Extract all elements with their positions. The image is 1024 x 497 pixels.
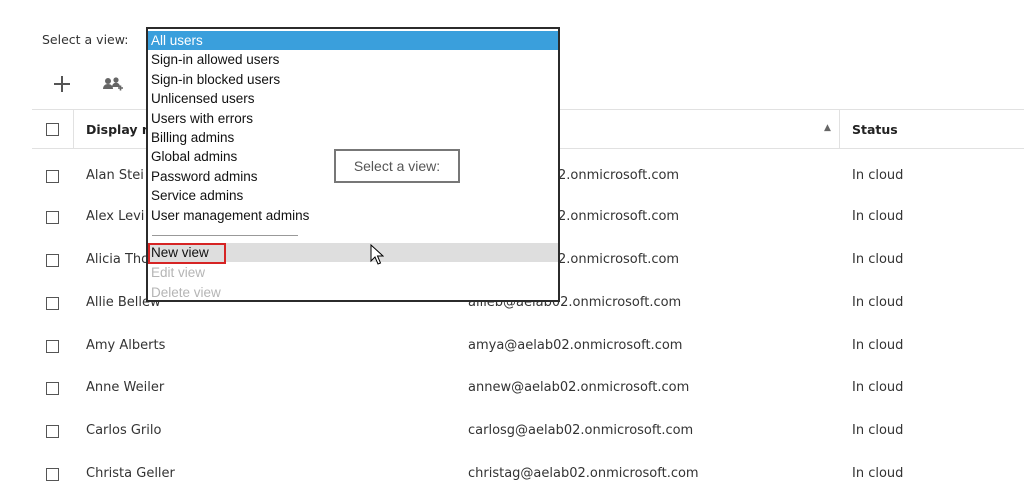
user-display-name[interactable]: Alan Stei <box>86 168 144 183</box>
row-checkbox[interactable] <box>46 254 59 267</box>
view-option-all-users[interactable]: All users <box>148 31 558 50</box>
user-status: In cloud <box>852 380 904 395</box>
view-selector-label: Select a view: <box>42 32 129 47</box>
add-icon[interactable] <box>52 74 72 94</box>
user-status: In cloud <box>852 209 904 224</box>
view-dropdown-list[interactable]: All users Sign-in allowed users Sign-in … <box>146 27 560 302</box>
view-option-billing-admins[interactable]: Billing admins <box>151 130 235 145</box>
row-checkbox[interactable] <box>46 211 59 224</box>
view-option-global-admins[interactable]: Global admins <box>151 149 238 164</box>
user-status: In cloud <box>852 252 904 267</box>
sort-ascending-icon[interactable]: ▲ <box>824 123 831 133</box>
view-option-user-management-admins[interactable]: User management admins <box>151 208 310 223</box>
user-status: In cloud <box>852 423 904 438</box>
column-divider <box>73 110 74 148</box>
user-display-name[interactable]: Christa Geller <box>86 466 175 481</box>
mouse-pointer-icon <box>370 243 385 266</box>
view-option-unlicensed[interactable]: Unlicensed users <box>151 91 255 106</box>
row-checkbox[interactable] <box>46 297 59 310</box>
view-option-sign-in-blocked[interactable]: Sign-in blocked users <box>151 72 281 87</box>
column-divider <box>839 110 840 148</box>
user-email: 2.onmicrosoft.com <box>558 168 680 183</box>
row-checkbox[interactable] <box>46 382 59 395</box>
dropdown-separator <box>152 235 298 236</box>
view-option-service-admins[interactable]: Service admins <box>151 188 244 203</box>
user-display-name[interactable]: Allie Bellew <box>86 295 161 310</box>
user-email: amya@aelab02.onmicrosoft.com <box>468 338 683 353</box>
edit-view-option: Edit view <box>151 265 206 280</box>
user-email: annew@aelab02.onmicrosoft.com <box>468 380 690 395</box>
view-option-sign-in-allowed[interactable]: Sign-in allowed users <box>151 52 280 67</box>
user-email: 2.onmicrosoft.com <box>558 252 680 267</box>
user-email: christag@aelab02.onmicrosoft.com <box>468 466 699 481</box>
select-view-tooltip: Select a view: <box>334 149 460 183</box>
new-view-option[interactable]: New view <box>148 243 558 262</box>
user-display-name[interactable]: Anne Weiler <box>86 380 165 395</box>
row-checkbox[interactable] <box>46 425 59 438</box>
user-email: 2.onmicrosoft.com <box>558 209 680 224</box>
user-display-name[interactable]: Alex Levi <box>86 209 145 224</box>
select-all-checkbox[interactable] <box>46 123 59 136</box>
user-display-name[interactable]: Amy Alberts <box>86 338 166 353</box>
user-email: carlosg@aelab02.onmicrosoft.com <box>468 423 694 438</box>
view-option-users-with-errors[interactable]: Users with errors <box>151 111 254 126</box>
user-status: In cloud <box>852 295 904 310</box>
user-display-name[interactable]: Alicia Tho <box>86 252 150 267</box>
user-display-name[interactable]: Carlos Grilo <box>86 423 162 438</box>
user-status: In cloud <box>852 168 904 183</box>
view-option-password-admins[interactable]: Password admins <box>151 169 258 184</box>
status-header[interactable]: Status <box>852 122 898 137</box>
user-status: In cloud <box>852 466 904 481</box>
new-view-highlight <box>148 243 226 264</box>
row-checkbox[interactable] <box>46 468 59 481</box>
user-status: In cloud <box>852 338 904 353</box>
row-checkbox[interactable] <box>46 340 59 353</box>
users-icon[interactable] <box>102 76 124 94</box>
delete-view-option: Delete view <box>151 285 221 300</box>
row-checkbox[interactable] <box>46 170 59 183</box>
